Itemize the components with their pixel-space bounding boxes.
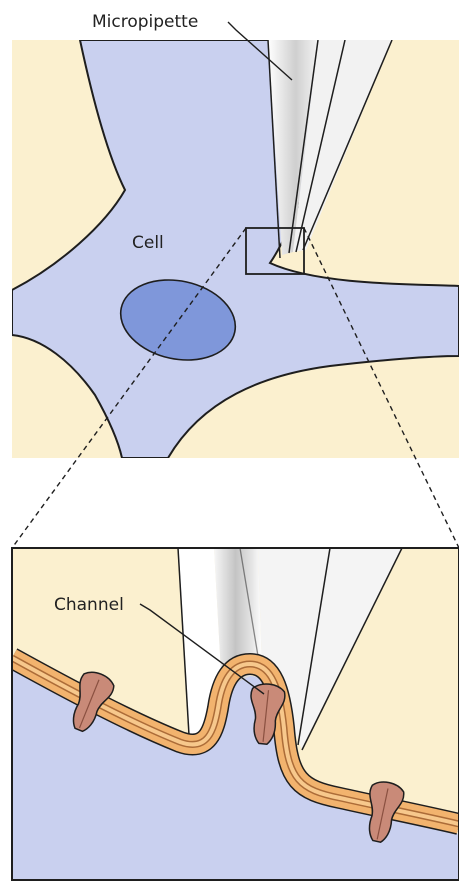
micropipette-label: Micropipette — [92, 12, 198, 32]
top-panel — [12, 40, 459, 458]
channel-label: Channel — [54, 595, 124, 615]
cell-label: Cell — [132, 233, 164, 253]
